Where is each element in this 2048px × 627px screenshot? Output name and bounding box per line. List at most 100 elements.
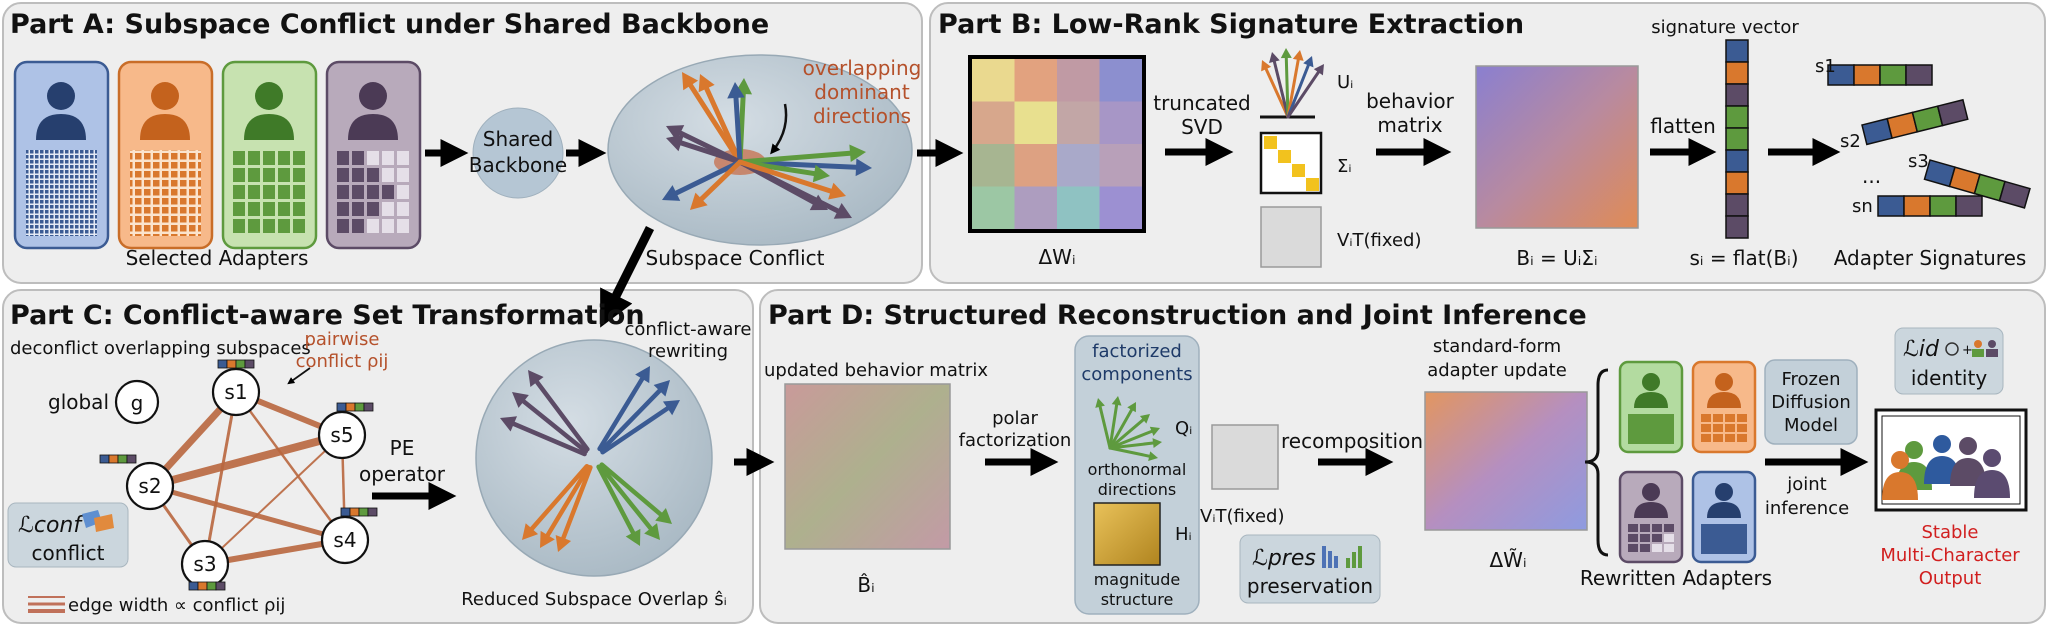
brace: [1584, 368, 1609, 557]
delta-w-cell: [1099, 101, 1142, 144]
signature-cell: [1725, 149, 1749, 173]
grid-cell: [382, 168, 394, 182]
stable-output-3: Output: [1919, 568, 1982, 589]
signature-cell: [1725, 61, 1749, 85]
signature-cell: [1725, 105, 1749, 129]
u-matrix-fan: [1260, 48, 1324, 119]
grid-cell: [263, 202, 275, 216]
vector-arrow: [1286, 56, 1314, 119]
grid-cell: [233, 168, 245, 182]
rewritten-adapters: [1618, 360, 1757, 564]
output-figure-body: [1882, 472, 1918, 500]
panel-part-d: [759, 289, 2046, 624]
output-figure-head: [1905, 441, 1923, 459]
grid-cell: [263, 168, 275, 182]
grid-cell: [293, 151, 305, 165]
grid-cell: [248, 151, 260, 165]
sig-s1-label: s1: [1815, 56, 1836, 77]
delta-w-matrix: [968, 55, 1146, 233]
graph-node-s4: s4: [320, 507, 378, 565]
vector-arrow: [528, 370, 590, 452]
global-node: g: [114, 379, 160, 425]
behavior-matrix-1: behavior: [1366, 89, 1455, 113]
grid-cell: [397, 202, 409, 216]
svg-text:+: +: [1962, 343, 1973, 358]
svg-text:Qᵢ: Qᵢ: [1175, 418, 1192, 439]
grid-cell: [367, 219, 379, 233]
stable-output-image: [1874, 408, 2028, 512]
grid-cell: [367, 202, 379, 216]
part-d-title: Part D: Structured Reconstruction and Jo…: [768, 300, 1587, 331]
grid-cell: [337, 168, 349, 182]
svg-text:s5: s5: [330, 423, 353, 447]
grid-cell: [293, 185, 305, 199]
part-a-title: Part A: Subspace Conflict under Shared B…: [10, 9, 769, 40]
pairwise-label-2: conflict ρij: [296, 351, 389, 372]
output-figure-head: [1891, 451, 1909, 469]
grid-cell: [367, 168, 379, 182]
svg-text:factorized: factorized: [1092, 341, 1182, 362]
output-figure-head: [1933, 435, 1951, 453]
reduced-overlap-ball: [475, 339, 713, 577]
svg-text:ℒpres: ℒpres: [1252, 546, 1316, 571]
overlap-pointer-arrow: [770, 103, 788, 155]
vector-arrow: [1286, 64, 1324, 119]
signature-bar: [1923, 159, 2031, 209]
recomposition-label: recomposition: [1281, 429, 1423, 453]
subspace-conflict-ellipse: [607, 54, 913, 246]
delta-w-cell: [1014, 186, 1057, 229]
svg-text:Hᵢ: Hᵢ: [1175, 524, 1192, 545]
overlap-label-2: dominant: [814, 80, 910, 104]
grid-cell: [278, 168, 290, 182]
vector-arrow: [522, 463, 590, 540]
grid-cell: [397, 185, 409, 199]
v-fixed-label-d: VᵢT(fixed): [1200, 506, 1285, 527]
vector-arrow: [690, 159, 743, 210]
part-c-title: Part C: Conflict-aware Set Transformatio…: [10, 300, 645, 331]
standard-form-2: adapter update: [1427, 360, 1567, 381]
signature-bar: [1877, 195, 1983, 217]
grid-cell: [233, 202, 245, 216]
adapter-card-purple: [325, 60, 422, 250]
output-figure-head: [1959, 437, 1977, 455]
delta-w-cell: [1014, 144, 1057, 187]
vector-arrow: [737, 144, 866, 165]
vector-arrow: [1280, 48, 1292, 119]
b-hat-label: B̂ᵢ: [857, 573, 874, 597]
standard-form-1: standard-form: [1433, 336, 1561, 357]
grid-cell: [352, 151, 364, 165]
svg-text:s3: s3: [193, 552, 216, 576]
vector-arrow: [1269, 52, 1290, 119]
svg-text:Shared: Shared: [483, 127, 553, 151]
v-fixed-label: VᵢT(fixed): [1337, 230, 1422, 251]
sigma-cell: [1264, 136, 1277, 149]
svg-text:ℒconf: ℒconf: [18, 513, 84, 538]
svg-text:directions: directions: [1098, 480, 1176, 499]
reduced-label: Reduced Subspace Overlap ŝᵢ: [461, 589, 727, 610]
svg-text:identity: identity: [1911, 366, 1987, 390]
signature-vector-label: signature vector: [1651, 17, 1799, 38]
svg-text:preservation: preservation: [1247, 574, 1373, 598]
rewritten-adapter-card: [1691, 360, 1757, 454]
graph-node-s2: s2: [99, 454, 175, 511]
vector-arrow: [597, 366, 650, 452]
vector-arrow: [1108, 396, 1122, 450]
grid-cell: [352, 219, 364, 233]
delta-w-cell: [1014, 101, 1057, 144]
delta-w-cell: [1099, 144, 1142, 187]
vector-arrow: [599, 462, 672, 524]
delta-w-cell: [1057, 144, 1100, 187]
edge-legend-label: edge width ∝ conflict ρij: [68, 595, 285, 616]
svg-text:Diffusion: Diffusion: [1771, 392, 1850, 413]
vector-arrow: [540, 464, 591, 548]
grid-cell: [337, 151, 349, 165]
grid-cell: [278, 219, 290, 233]
delta-w-cell: [972, 186, 1015, 229]
conflict-edge: [149, 483, 346, 543]
grid-cell: [382, 185, 394, 199]
grid-cell: [278, 185, 290, 199]
loss-conf-box: ℒconf conflict: [7, 502, 129, 568]
svg-text:magnitude: magnitude: [1094, 570, 1181, 589]
loss-id-box: ℒid + identity: [1894, 327, 2004, 395]
